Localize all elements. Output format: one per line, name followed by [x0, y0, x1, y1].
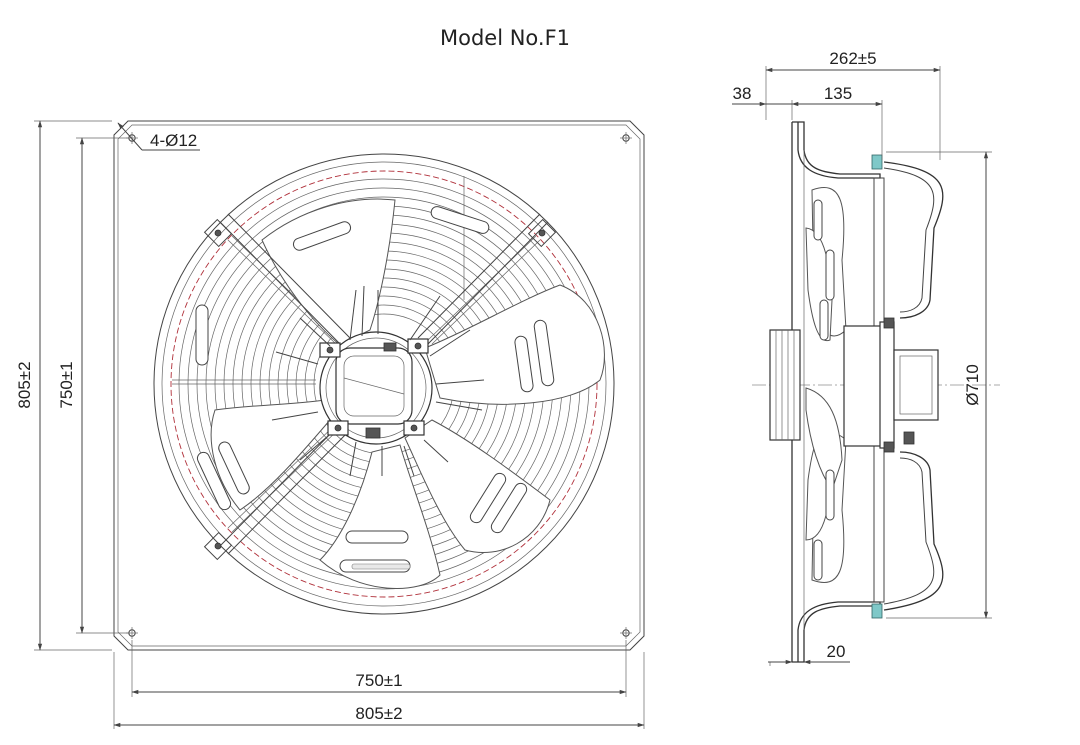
motor-hub — [271, 285, 485, 477]
plate-offset-label: 20 — [827, 642, 846, 661]
side-dimensions: 262±5 38 135 20 Ø710 — [732, 49, 992, 666]
front-dimensions: 805±2 750±1 750±1 805±2 — [15, 120, 645, 729]
mounting-plate — [113, 120, 645, 651]
depth-front-label: 38 — [733, 84, 752, 103]
height-inner-label: 750±1 — [57, 361, 76, 408]
hole-spec-label: 4-Ø12 — [150, 131, 197, 150]
plate-profile — [792, 121, 881, 179]
blades-side — [805, 187, 847, 583]
motor-side — [769, 317, 939, 453]
nozzle-outer-ring — [153, 153, 615, 615]
width-outer-label: 805±2 — [355, 704, 402, 723]
front-view: 4-Ø12 — [15, 120, 645, 729]
bolt-circle — [170, 170, 598, 598]
motor-brackets — [203, 213, 557, 561]
diameter-label: Ø710 — [963, 364, 982, 406]
blade-slots — [195, 206, 555, 573]
mounting-holes — [126, 132, 632, 639]
guard-side-bottom — [883, 451, 944, 611]
side-view: 262±5 38 135 20 Ø710 — [732, 49, 1000, 666]
height-outer-label: 805±2 — [15, 361, 34, 408]
depth-total-label: 262±5 — [829, 49, 876, 68]
drawing-title: Model No.F1 — [440, 26, 570, 50]
guard-side-top — [883, 161, 944, 319]
width-inner-label: 750±1 — [355, 671, 402, 690]
depth-motor-label: 135 — [824, 84, 852, 103]
hole-callout: 4-Ø12 — [117, 122, 200, 151]
